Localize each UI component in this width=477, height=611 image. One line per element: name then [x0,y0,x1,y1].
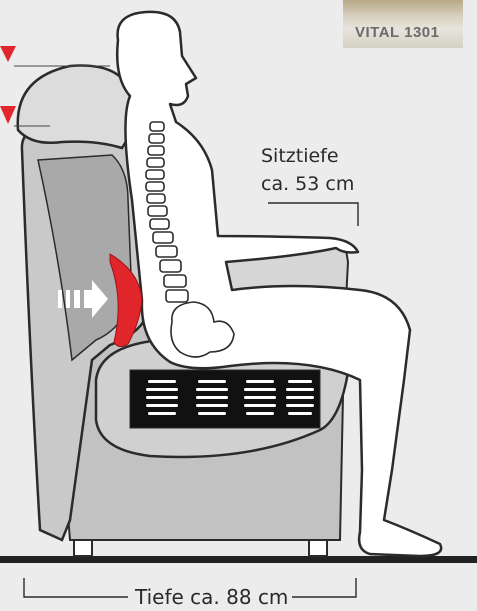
spring-4 [288,412,312,415]
spring-2 [196,388,228,391]
arrow-dash-1 [58,290,62,308]
vertebra [150,219,169,229]
spring-4 [286,388,314,391]
spring-1 [148,380,176,383]
spring-1 [146,396,178,399]
spring-1 [146,388,178,391]
vertebra [156,246,177,257]
vertebra [146,170,164,179]
chair-leg-front-right [309,540,327,556]
spring-4 [288,380,312,383]
vertebra [160,260,181,272]
spring-1 [146,404,178,407]
spring-3 [244,396,276,399]
headrest [18,66,133,148]
total-depth-label: Tiefe ca. 88 cm [131,586,292,609]
vertebra [164,275,186,287]
arrow-dash-3 [74,290,80,308]
arrow-dash-2 [66,290,70,308]
spring-1 [148,412,176,415]
seat-depth-bracket [268,203,358,226]
vertebra [147,158,164,167]
spring-4 [286,396,314,399]
seat-depth-label: Sitztiefe [261,146,339,168]
product-badge: VITAL 1301 [343,0,463,48]
vertebra [148,206,167,216]
vertebra [149,134,164,143]
spring-2 [198,380,226,383]
vertebra [166,290,188,302]
model-label: VITAL 1301 [355,24,439,41]
spring-3 [244,388,276,391]
spring-2 [198,412,226,415]
spring-2 [196,396,228,399]
vertebra [153,232,173,243]
spring-3 [244,404,276,407]
spring-3 [246,380,274,383]
vertebra [150,122,164,131]
vertebra [148,146,164,155]
triangle-down-icon [0,106,16,124]
vertebra [146,182,164,191]
triangle-down-icon [0,46,16,62]
floor-line [0,556,477,563]
spring-2 [196,404,228,407]
chair-leg-front-left [74,540,92,556]
vertebra [147,194,165,203]
seat-depth-value: ca. 53 cm [261,174,354,196]
spring-3 [246,412,274,415]
spring-4 [286,404,314,407]
